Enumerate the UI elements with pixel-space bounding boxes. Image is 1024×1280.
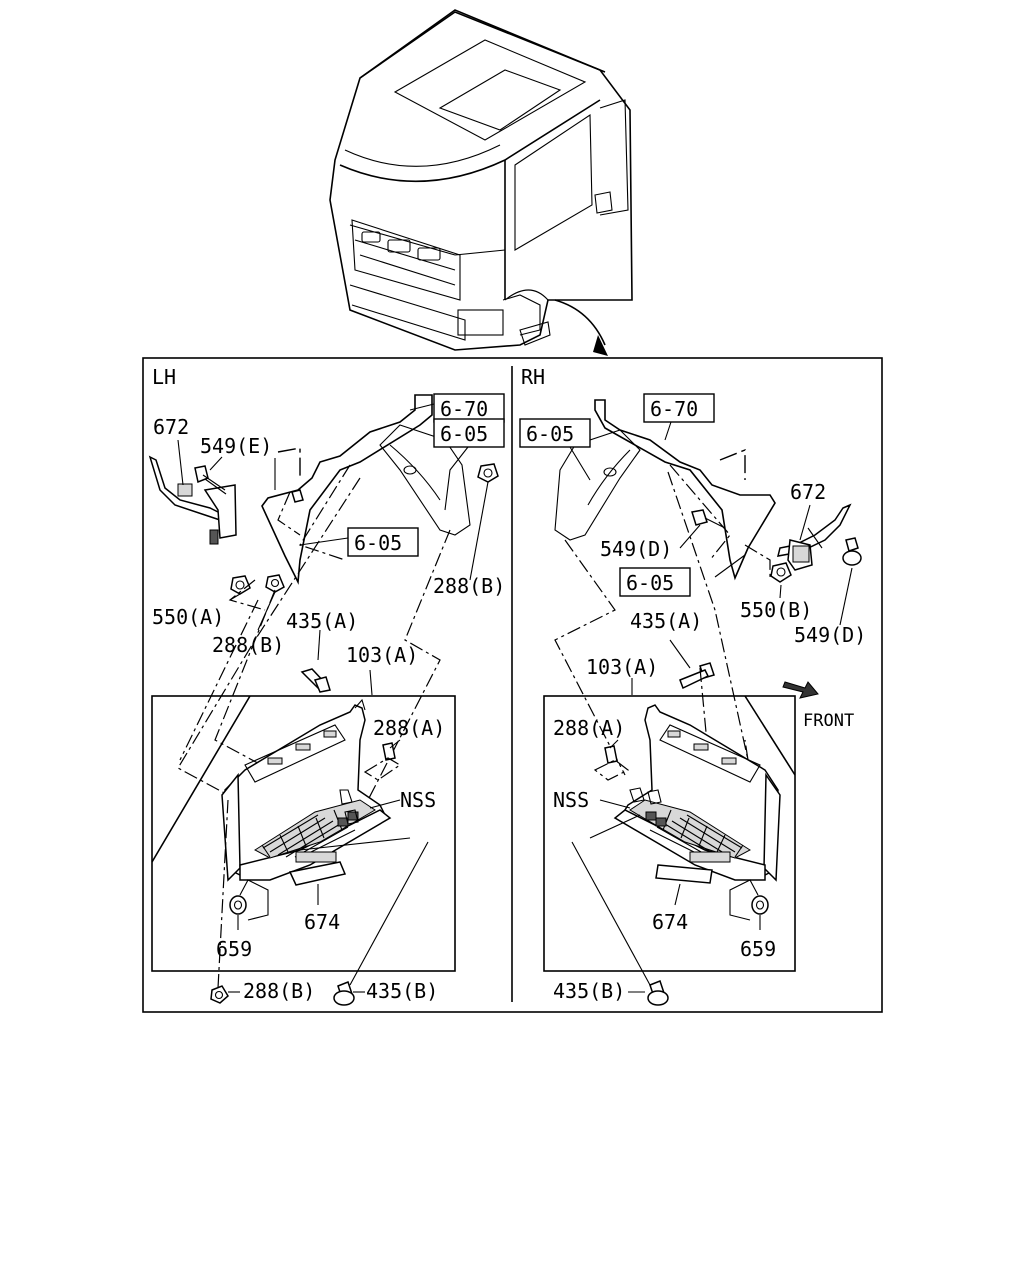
label-rh-549d-right: 549(D) [794,623,866,647]
label-rh-674: 674 [652,910,688,934]
ref-box-lh-670 [433,393,505,423]
label-lh-288a: 288(A) [373,716,445,740]
section-label-rh: RH [521,365,545,389]
truck-cab-illustration [329,9,633,356]
label-rh-670: 6-70 [650,397,698,421]
label-lh-670: 6-70 [440,397,488,421]
label-lh-435a: 435(A) [286,609,358,633]
label-lh-288b-top: 288(B) [433,574,505,598]
ref-box-rh-670 [643,393,715,423]
label-rh-605-top-left: 6-05 [526,422,574,446]
front-label: FRONT [803,711,854,731]
label-rh-659: 659 [740,937,776,961]
ref-box-lh-605-top [433,418,505,448]
label-rh-550b: 550(B) [740,598,812,622]
label-lh-103a: 103(A) [346,643,418,667]
label-lh-288b-mid: 288(B) [212,633,284,657]
label-lh-550a: 550(A) [152,605,224,629]
label-rh-549d-top: 549(D) [600,537,672,561]
label-lh-674: 674 [304,910,340,934]
label-lh-549e: 549(E) [200,434,272,458]
lh-section [148,394,499,1006]
label-rh-435a: 435(A) [630,609,702,633]
label-lh-659: 659 [216,937,252,961]
ref-box-rh-605-top [519,418,591,448]
label-rh-605-mid: 6-05 [626,571,674,595]
ref-box-lh-605-mid [347,527,419,557]
label-rh-nss: NSS [553,788,589,812]
label-rh-103a: 103(A) [586,655,658,679]
label-lh-nss: NSS [400,788,436,812]
diagram-frame [142,357,883,1013]
label-lh-672: 672 [153,415,189,439]
label-lh-605-mid: 6-05 [354,531,402,555]
label-rh-672: 672 [790,480,826,504]
label-rh-288a: 288(A) [553,716,625,740]
section-label-lh: LH [152,365,176,389]
label-lh-435b: 435(B) [366,979,438,1003]
label-lh-605-top: 6-05 [440,422,488,446]
front-arrow-icon [782,681,819,699]
label-lh-288b-bottom: 288(B) [243,979,315,1003]
rh-section [543,394,862,1006]
label-rh-435b: 435(B) [553,979,625,1003]
ref-box-rh-605-mid [619,567,691,597]
